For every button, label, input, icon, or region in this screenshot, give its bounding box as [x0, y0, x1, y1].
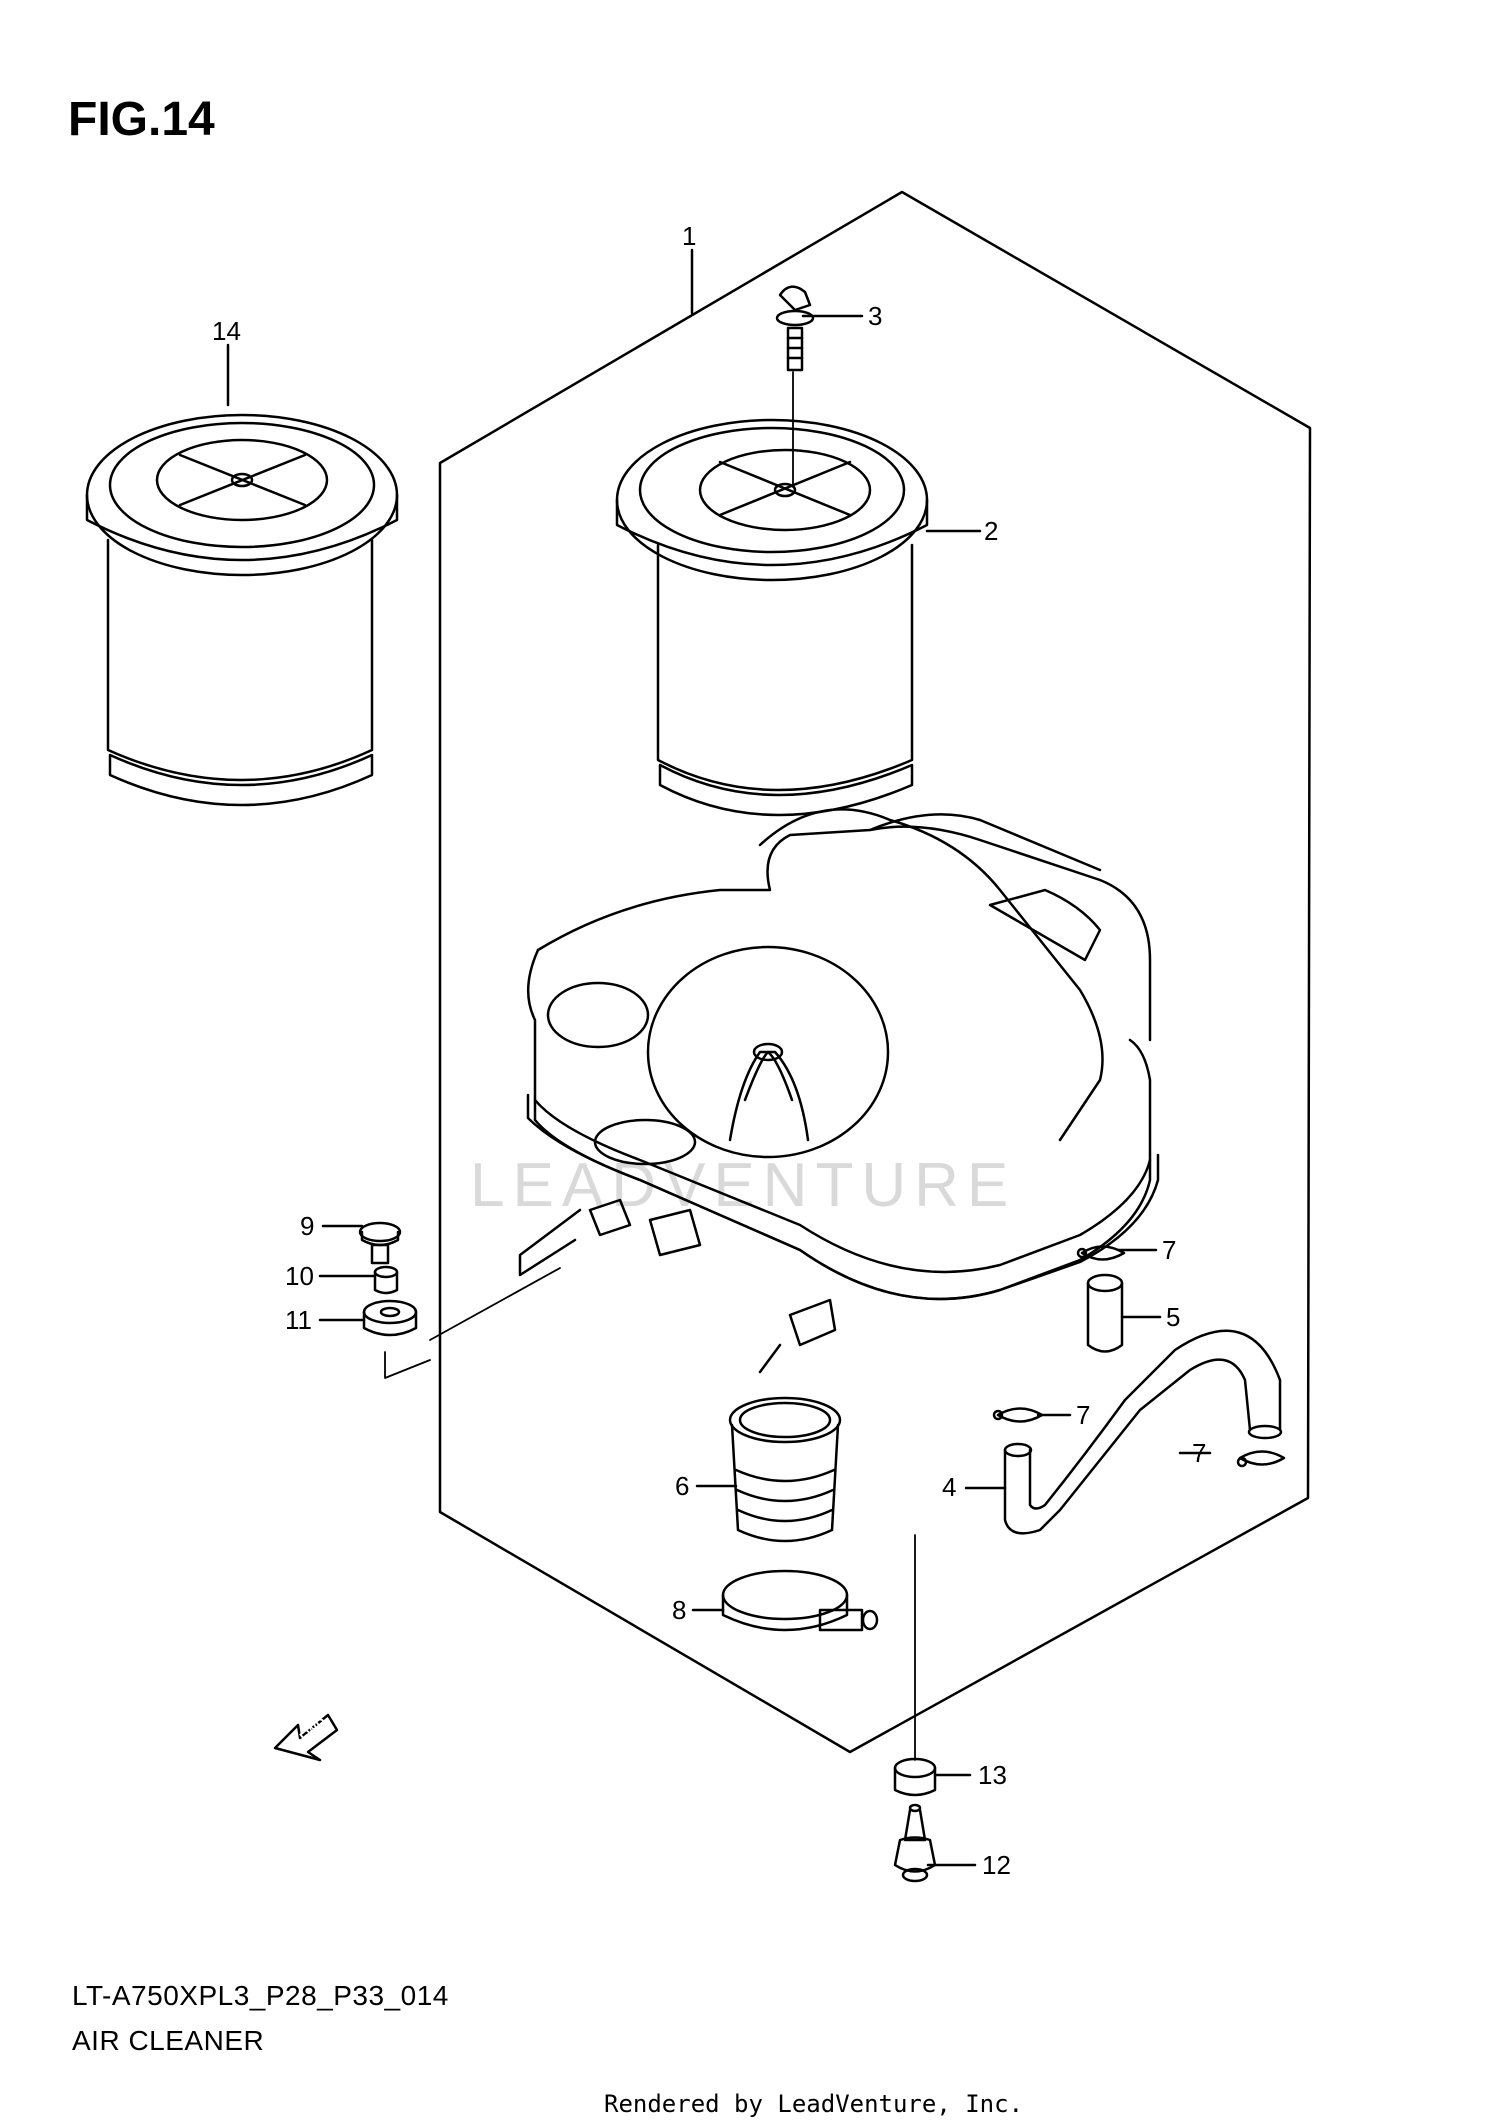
watermark: LEADVENTURE	[470, 1151, 1017, 1220]
clip-7-c	[1236, 1450, 1286, 1468]
clip-7-b	[992, 1407, 1044, 1423]
callout-3: 3	[868, 301, 882, 331]
callout-11: 11	[285, 1305, 312, 1335]
callout-13: 13	[978, 1760, 1007, 1790]
grommet-11	[362, 1299, 418, 1337]
callout-7a: 7	[1162, 1235, 1176, 1265]
callout-4: 4	[942, 1472, 956, 1502]
breather-hose-4	[1003, 1329, 1283, 1535]
footer-credit: Rendered by LeadVenture, Inc.	[604, 2090, 1024, 2118]
wing-bolt-3	[775, 285, 815, 486]
figure-title: FIG.14	[68, 93, 215, 146]
callout-2: 2	[984, 516, 998, 546]
callout-7c: 7	[1192, 1438, 1206, 1468]
clip-7-a	[1076, 1245, 1126, 1261]
collar-10	[373, 1265, 399, 1295]
grommet-13	[893, 1757, 937, 1797]
filter-element-2	[615, 418, 929, 817]
bolt-9	[358, 1221, 402, 1265]
callout-8: 8	[672, 1595, 686, 1625]
callout-14: 14	[212, 316, 241, 346]
callout-1: 1	[682, 221, 696, 251]
callout-9: 9	[300, 1211, 314, 1241]
hose-5	[1086, 1273, 1124, 1353]
filter-element-14	[85, 413, 399, 807]
callout-6: 6	[675, 1471, 689, 1501]
assembly-boundary	[438, 190, 1312, 1754]
diagram-caption: AIR CLEANER	[72, 2025, 265, 2056]
callout-10: 10	[285, 1261, 314, 1291]
callout-12: 12	[982, 1850, 1011, 1880]
fwd-arrow-icon	[273, 1713, 339, 1762]
part-code: LT-A750XPL3_P28_P33_014	[72, 1980, 449, 2011]
intake-joint-6	[728, 1396, 842, 1543]
clamp-8	[721, 1569, 879, 1632]
mount-line	[384, 1267, 561, 1379]
drain-valve-12	[893, 1803, 937, 1883]
callout-5: 5	[1166, 1302, 1180, 1332]
callout-7b: 7	[1076, 1400, 1090, 1430]
air-cleaner-case	[518, 808, 1160, 1374]
